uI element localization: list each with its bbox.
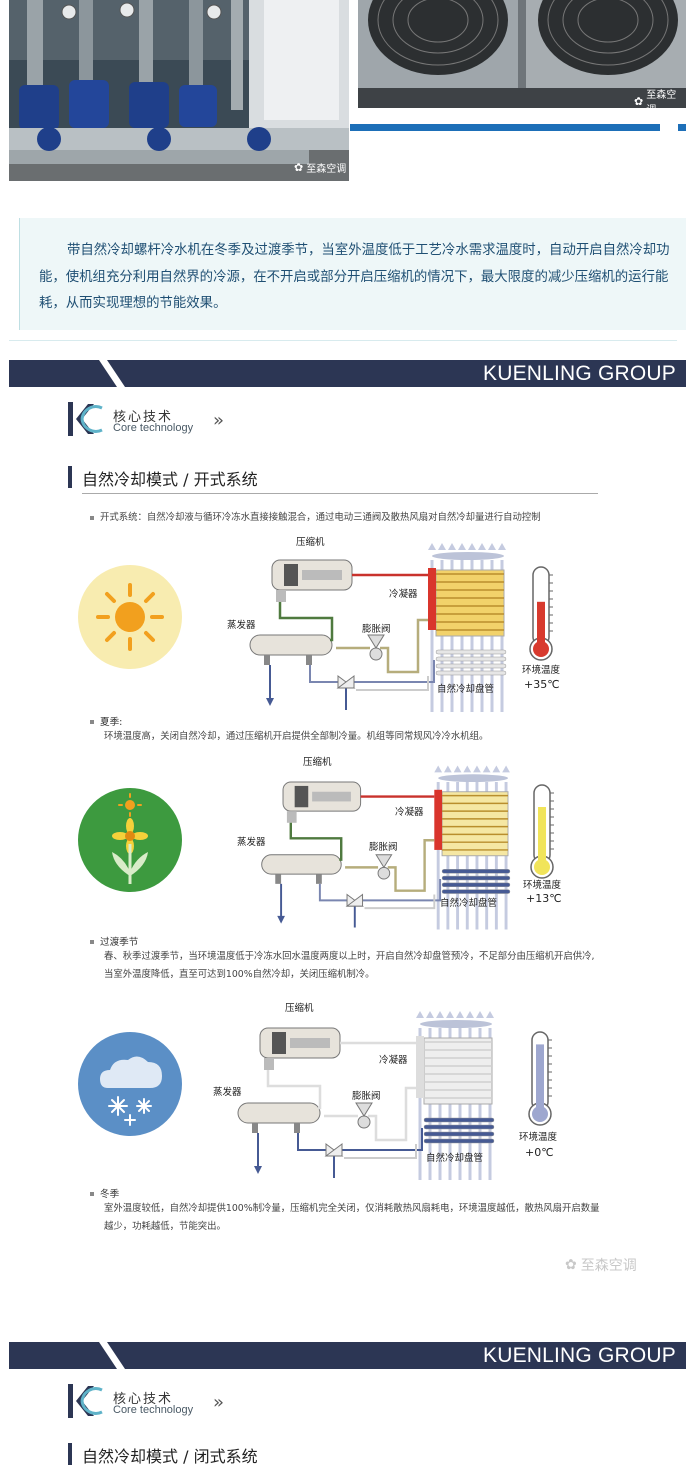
compressor-label: 压缩机 bbox=[285, 1003, 314, 1014]
summer-desc: 环境温度高，关闭自然冷却，通过压缩机开启提供全部制冷量。机组等同常规风冷冷水机组… bbox=[104, 731, 489, 742]
photo-watermark: ✿ 至森空调 bbox=[294, 161, 347, 175]
transition-diagram bbox=[261, 765, 511, 930]
coil-label: 自然冷却盘管 bbox=[426, 1153, 484, 1164]
winter-desc: 室外温度较低，自然冷却提供100%制冷量，压缩机完全关闭，仅消耗散热风扇耗电，环… bbox=[104, 1203, 600, 1232]
double-chevron-icon: » bbox=[213, 410, 225, 431]
photo-watermark: ✿ 至森空调 bbox=[634, 90, 677, 108]
banner-text: KUENLING GROUP bbox=[483, 362, 676, 385]
compressor-label: 压缩机 bbox=[296, 537, 325, 548]
thermometer-icon bbox=[529, 566, 553, 661]
summer-heading: 夏季: bbox=[90, 714, 122, 728]
intro-box: 带自然冷却螺杆冷水机在冬季及过渡季节，当室外温度低于工艺冷水需求温度时，自动开启… bbox=[19, 218, 686, 330]
evaporator-label: 蒸发器 bbox=[227, 620, 256, 631]
condenser-label: 冷凝器 bbox=[395, 807, 424, 818]
winter-temperature: +0℃ bbox=[525, 1146, 554, 1159]
expansion-valve-label: 膨胀阀 bbox=[369, 842, 398, 853]
double-chevron-icon: » bbox=[213, 1392, 225, 1413]
section-title: 自然冷却模式 / 开式系统 bbox=[68, 465, 598, 494]
coil-label: 自然冷却盘管 bbox=[437, 684, 495, 695]
expansion-valve-label: 膨胀阀 bbox=[352, 1091, 381, 1102]
condenser-label: 冷凝器 bbox=[379, 1055, 408, 1066]
blue-accent-bar bbox=[350, 124, 660, 131]
transition-heading: 过渡季节 bbox=[90, 934, 138, 948]
open-system-note: 开式系统：自然冷却液与循环冷冻水直接接触混合，通过电动三通阀及散热风扇对自然冷却… bbox=[90, 509, 541, 527]
kuenling-logo-icon bbox=[68, 402, 103, 436]
sun-icon bbox=[78, 565, 182, 673]
wechat-icon: ✿ bbox=[634, 94, 644, 108]
ambient-label: 环境温度 bbox=[519, 1132, 558, 1143]
ambient-label: 环境温度 bbox=[523, 880, 562, 891]
winter-diagram bbox=[237, 1011, 495, 1180]
thermometer-icon bbox=[530, 784, 554, 879]
ambient-label: 环境温度 bbox=[522, 665, 561, 676]
thermometer-icon bbox=[528, 1031, 552, 1126]
wechat-icon: ✿ bbox=[294, 161, 304, 174]
banner-text: KUENLING GROUP bbox=[483, 1344, 676, 1367]
coil-label: 自然冷却盘管 bbox=[440, 898, 498, 909]
summer-temperature: +35℃ bbox=[524, 678, 560, 691]
flower-icon bbox=[78, 788, 182, 896]
bottom-watermark: ✿ 至森空调 bbox=[565, 1257, 637, 1274]
transition-desc: 春、秋季过渡季节，当环境温度低于冷冻水回水温度两度以上时，开启自然冷却盘管预冷，… bbox=[104, 951, 595, 980]
kuenling-banner: KUENLING GROUP bbox=[9, 360, 686, 387]
transition-temperature: +13℃ bbox=[526, 892, 562, 905]
compressor-label: 压缩机 bbox=[303, 757, 332, 768]
core-technology-header: 核心技术 Core technology » bbox=[68, 402, 308, 442]
winter-heading: 冬季 bbox=[90, 1186, 119, 1200]
condenser-label: 冷凝器 bbox=[389, 589, 418, 600]
kuenling-banner: KUENLING GROUP bbox=[9, 1342, 686, 1369]
wechat-icon: ✿ bbox=[565, 1257, 577, 1273]
blue-accent-dot bbox=[678, 124, 686, 131]
summer-diagram bbox=[249, 543, 507, 712]
evaporator-label: 蒸发器 bbox=[213, 1087, 242, 1098]
expansion-valve-label: 膨胀阀 bbox=[362, 624, 391, 635]
fan-units-photo: ✿ 至森空调 bbox=[358, 0, 686, 108]
core-technology-header: 核心技术 Core technology » bbox=[68, 1384, 308, 1424]
intro-text: 带自然冷却螺杆冷水机在冬季及过渡季节，当室外温度低于工艺冷水需求温度时，自动开启… bbox=[39, 243, 670, 311]
snow-cloud-icon bbox=[78, 1032, 182, 1140]
pump-room-photo: ✿ 至森空调 bbox=[9, 0, 349, 181]
evaporator-label: 蒸发器 bbox=[237, 837, 266, 848]
section-title: 自然冷却模式 / 闭式系统 bbox=[68, 1442, 598, 1468]
kuenling-logo-icon bbox=[68, 1384, 103, 1418]
